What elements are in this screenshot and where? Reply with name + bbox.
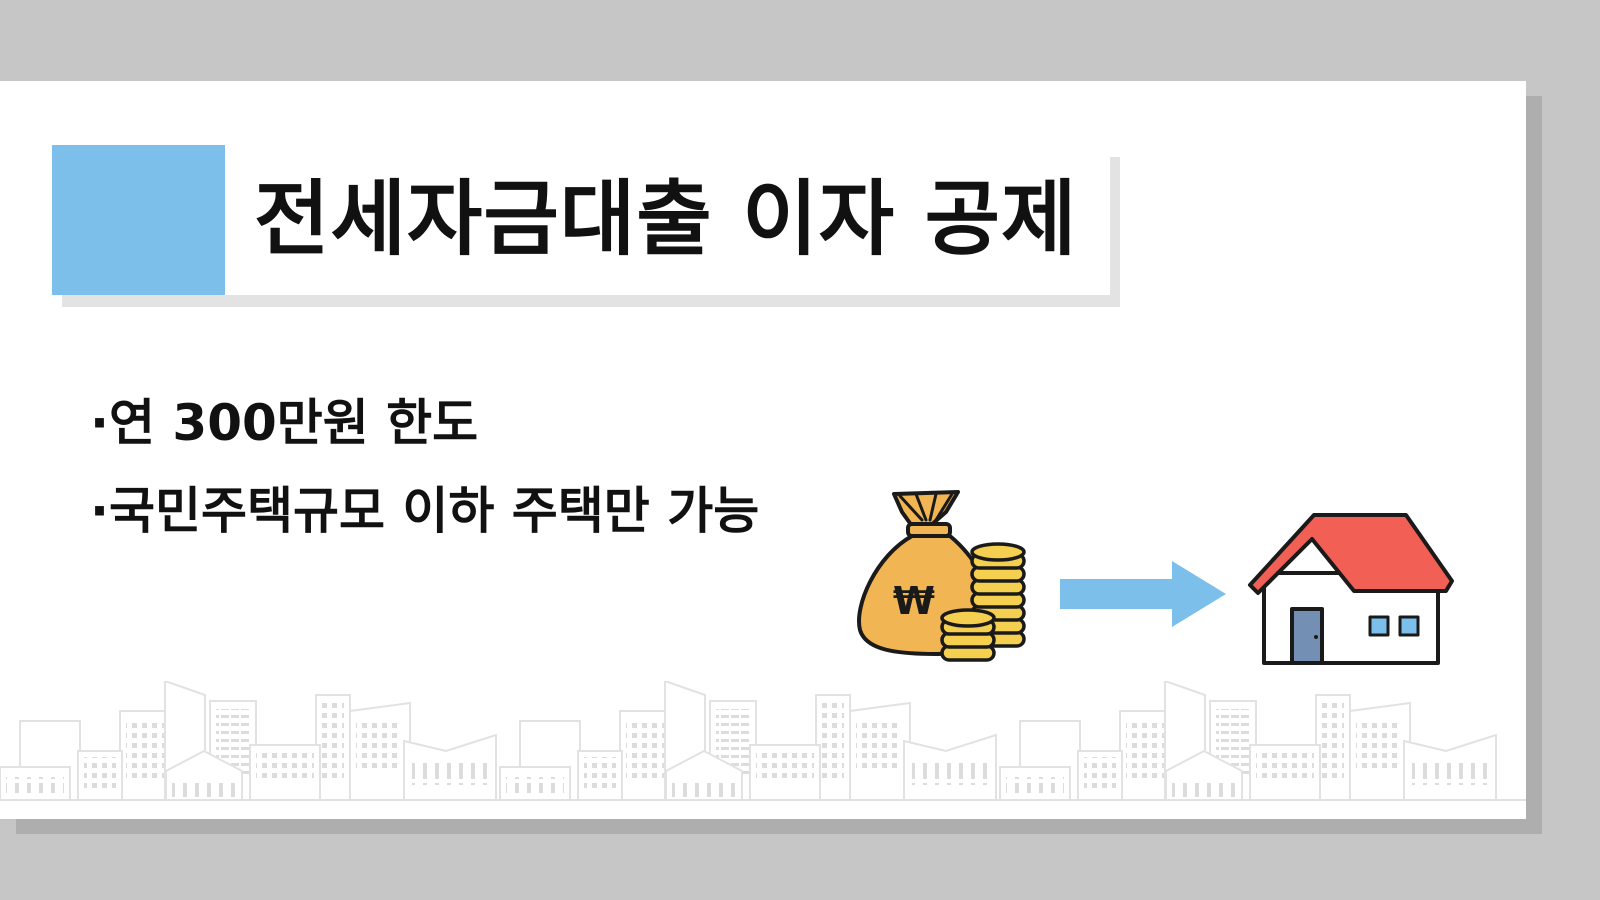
title-accent-block <box>52 145 225 295</box>
money-bag-icon: ₩ <box>857 490 1026 662</box>
bullet-item-limit: ·연 300만원 한도 <box>90 394 479 452</box>
bullet-item-housing-size: ·국민주택규모 이하 주택만 가능 <box>90 482 760 540</box>
title-box <box>52 145 1110 295</box>
right-arrow-icon <box>1060 561 1226 627</box>
house-icon <box>1248 513 1454 665</box>
slide: 전세자금대출 이자 공제 ·연 300만원 한도 ·국민주택규모 이하 주택만 … <box>0 81 1526 819</box>
city-skyline-icon <box>0 681 1526 801</box>
won-symbol: ₩ <box>893 579 935 623</box>
slide-title: 전세자금대출 이자 공제 <box>254 172 1078 267</box>
